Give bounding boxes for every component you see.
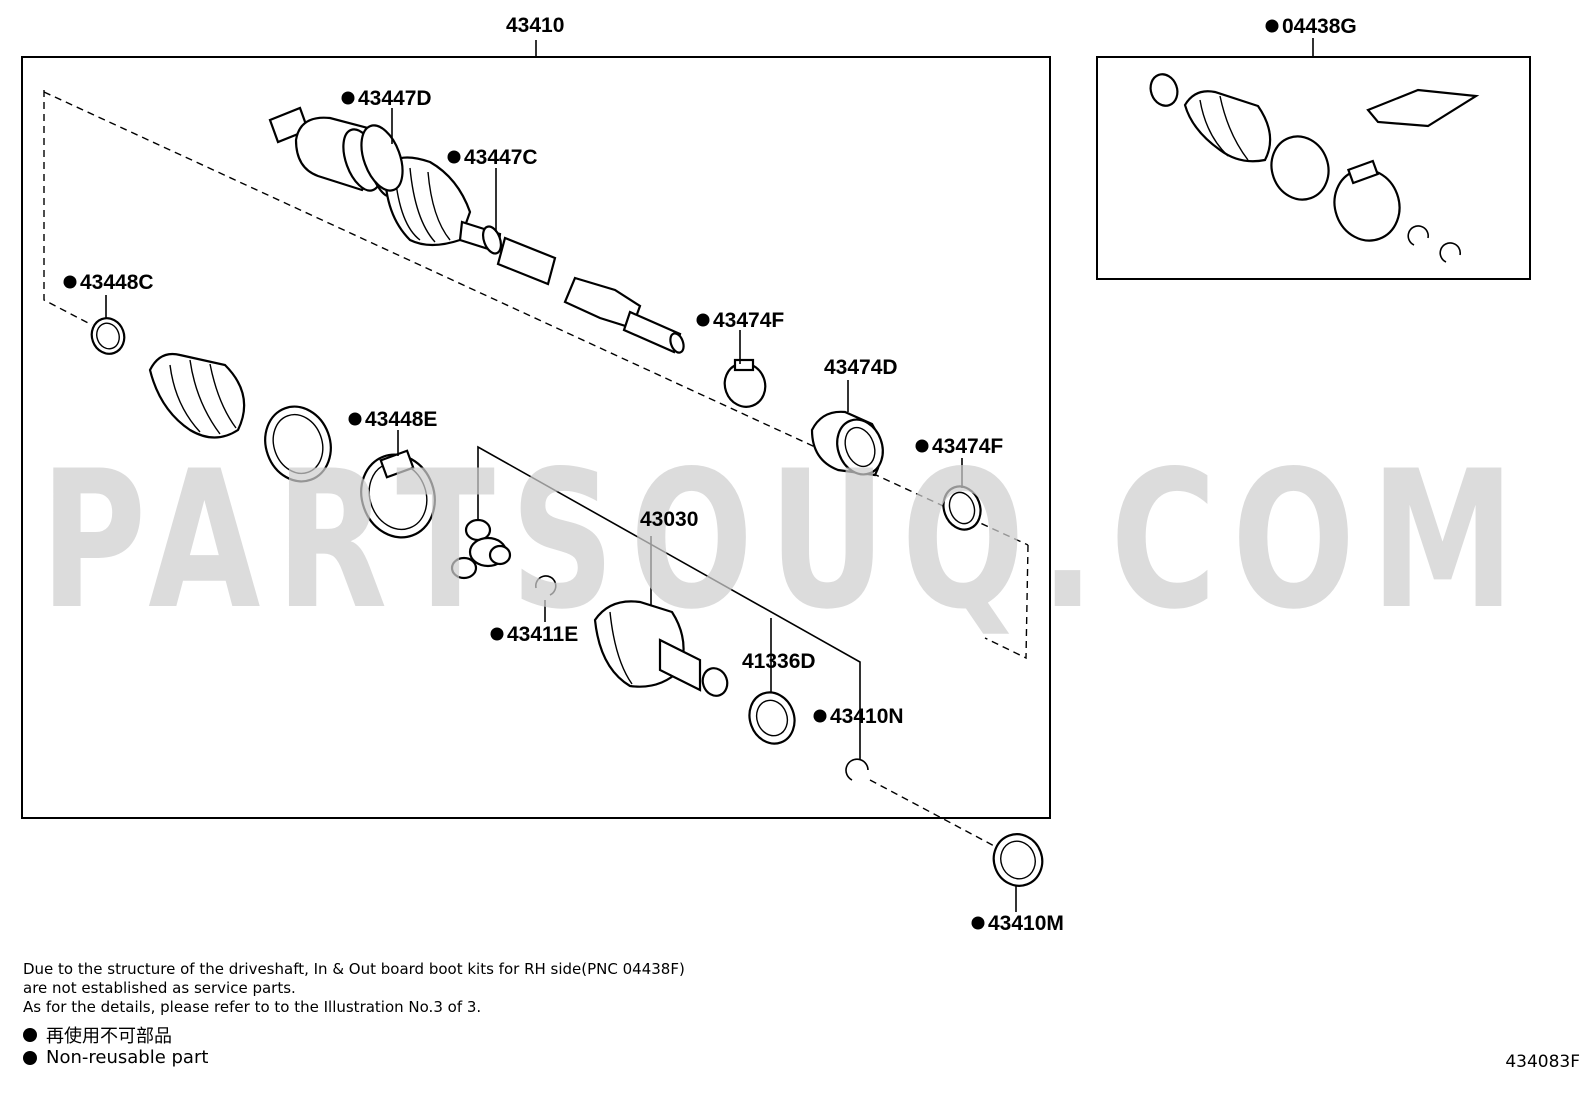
- clamp-43474f-upper-shape: [723, 358, 767, 408]
- clamp-43448c-shape: [90, 317, 126, 355]
- legend-japanese: 再使用不可部品: [23, 1022, 172, 1048]
- label-43448c: 43448C: [80, 271, 154, 294]
- note-line-1: Due to the structure of the driveshaft, …: [23, 960, 685, 978]
- cover-43410m-shape: [992, 833, 1044, 887]
- legend-english: Non-reusable part: [23, 1047, 208, 1068]
- label-41336d: 41336D: [742, 650, 816, 673]
- clamp-43474f-lower-shape: [942, 485, 982, 531]
- legend-japanese-text: 再使用不可部品: [46, 1026, 172, 1047]
- damper-43474d-shape: [810, 410, 884, 477]
- label-43410n: 43410N: [830, 705, 904, 728]
- label-43410: 43410: [506, 14, 564, 37]
- group-bracket-43030: [477, 445, 861, 760]
- dashed-leader-43410m: [869, 779, 999, 849]
- note-line-2: are not established as service parts.: [23, 979, 296, 997]
- label-04438g: 04438G: [1282, 15, 1357, 38]
- snap-ring-43411e-shape: [534, 575, 557, 596]
- tripod-joint-shape: [450, 518, 512, 580]
- boot-band-shape: [264, 405, 332, 483]
- figure-code: 434083F: [1505, 1052, 1580, 1072]
- label-43448e: 43448E: [365, 408, 437, 431]
- bullet-icon: [23, 1028, 37, 1042]
- label-43474d: 43474D: [824, 356, 898, 379]
- label-43474f-upper: 43474F: [713, 309, 784, 332]
- outer-boot-shape: [148, 352, 246, 439]
- dashed-outline-left: [43, 90, 93, 326]
- bullet-icon: [23, 1050, 37, 1065]
- drive-shaft-assembly: [268, 106, 685, 354]
- legend-english-text: Non-reusable part: [46, 1047, 209, 1068]
- inner-joint-43030-shape: [593, 600, 729, 697]
- label-43447d: 43447D: [358, 87, 432, 110]
- service-notes: Due to the structure of the driveshaft, …: [23, 960, 685, 1017]
- label-43474f-lower: 43474F: [932, 435, 1003, 458]
- label-43410m: 43410M: [988, 912, 1064, 935]
- watermark: PARTSOUQ.COM: [40, 430, 1530, 651]
- label-43411e: 43411E: [507, 623, 578, 646]
- note-line-3: As for the details, please refer to to t…: [23, 998, 482, 1016]
- clamp-43448e-shape: [360, 449, 436, 539]
- dust-cover-41336d-shape: [748, 691, 796, 745]
- label-43447c: 43447C: [464, 146, 538, 169]
- label-43030: 43030: [640, 508, 698, 531]
- kit-parts: [1149, 73, 1480, 263]
- dashed-outline-right: [984, 544, 1029, 660]
- ring-43410n-shape: [845, 758, 869, 781]
